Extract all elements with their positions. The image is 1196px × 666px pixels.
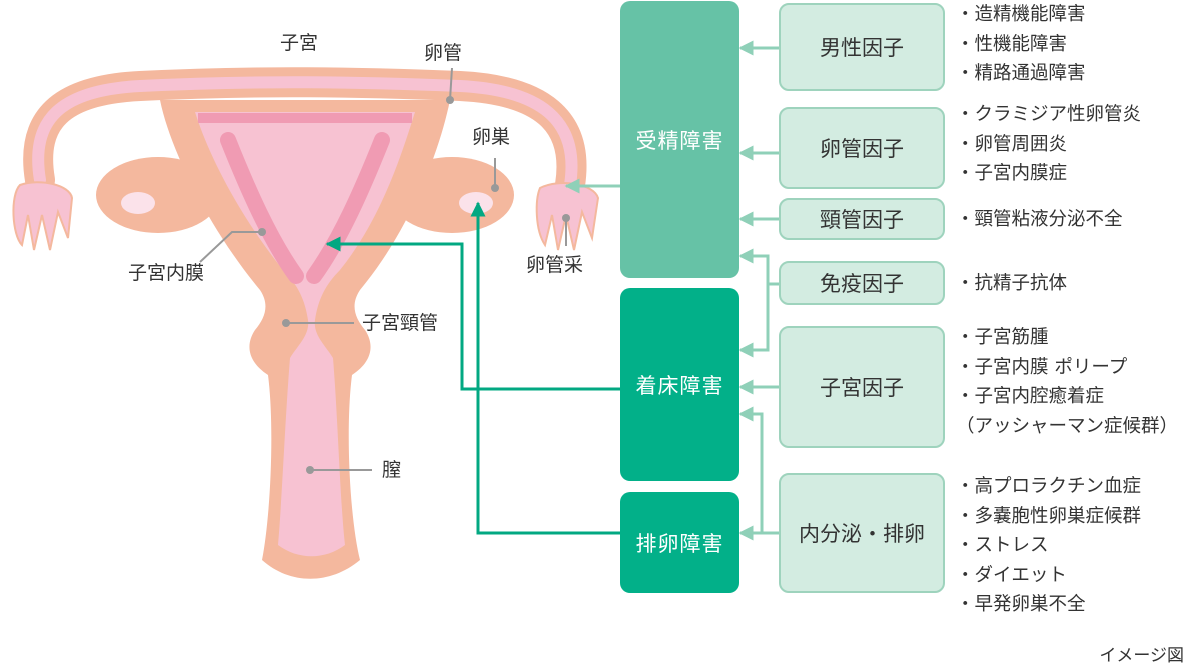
- factor-male: 男性因子: [779, 3, 945, 91]
- details-male: ・造精機能障害 ・性機能障害 ・精路通過障害: [956, 0, 1086, 89]
- detail-item: ・早発卵巣不全: [956, 594, 1086, 615]
- detail-item: ・造精機能障害: [956, 4, 1086, 25]
- label-cervical-canal: 子宮頸管: [362, 312, 439, 334]
- factor-immune: 免疫因子: [779, 261, 945, 305]
- details-immune: ・抗精子抗体: [956, 269, 1067, 299]
- factor-endocrine: 内分泌・排卵: [779, 473, 945, 593]
- details-tubal: ・クラミジア性卵管炎 ・卵管周囲炎 ・子宮内膜症: [956, 100, 1141, 189]
- detail-item: ・性機能障害: [956, 33, 1068, 55]
- label-uterus: 子宮: [280, 32, 319, 54]
- detail-item: ・子宮内腔癒着症: [956, 386, 1105, 407]
- right-follicle: [459, 192, 493, 214]
- endocrine-arrow-up: [738, 406, 779, 535]
- detail-item: ・子宮筋腫: [956, 327, 1049, 348]
- detail-item: ・精路通過障害: [956, 63, 1086, 84]
- details-cervical: ・頸管粘液分泌不全: [956, 205, 1123, 235]
- uterine-cavity: [195, 112, 415, 557]
- detail-item: ・ストレス: [956, 535, 1049, 556]
- label-vagina: 膣: [382, 459, 402, 481]
- label-fallopian-tube: 卵管: [424, 42, 463, 64]
- immune-arrow-down: [738, 284, 770, 358]
- detail-item: ・子宮内膜 ポリープ: [956, 356, 1128, 378]
- detail-item: ・頸管粘液分泌不全: [956, 209, 1123, 230]
- detail-item: ・多嚢胞性卵巣症候群: [956, 505, 1142, 527]
- image-note: イメージ図: [1099, 646, 1184, 666]
- detail-item: ・卵管周囲炎: [956, 133, 1068, 155]
- left-follicle: [121, 192, 155, 214]
- implantation-arrow: [325, 236, 620, 391]
- category-fertilization: 受精障害: [620, 1, 739, 278]
- detail-item: ・ダイエット: [956, 564, 1067, 586]
- category-ovulation: 排卵障害: [620, 492, 739, 593]
- detail-item: ・抗精子抗体: [956, 273, 1068, 294]
- left-fimbriae: [12, 181, 74, 251]
- factor-uterine: 子宮因子: [779, 326, 945, 448]
- factor-tubal: 卵管因子: [779, 107, 945, 189]
- endometrium-left: [220, 132, 304, 284]
- detail-item: ・高プロラクチン血症: [956, 476, 1142, 497]
- category-implantation: 着床障害: [620, 288, 739, 481]
- label-fimbriae: 卵管采: [526, 254, 584, 276]
- endometrium-right: [306, 132, 390, 284]
- label-ovary: 卵巣: [472, 126, 511, 148]
- details-uterine: ・子宮筋腫 ・子宮内膜 ポリープ ・子宮内腔癒着症 （アッシャーマン症候群）: [956, 323, 1178, 441]
- immune-arrow-up: [738, 248, 779, 286]
- detail-item: ・クラミジア性卵管炎: [956, 104, 1142, 125]
- detail-item: （アッシャーマン症候群）: [956, 415, 1179, 437]
- factor-cervical: 頸管因子: [779, 198, 945, 240]
- details-endocrine: ・高プロラクチン血症 ・多嚢胞性卵巣症候群 ・ストレス ・ダイエット ・早発卵巣…: [956, 472, 1141, 620]
- detail-item: ・子宮内膜症: [956, 163, 1068, 184]
- label-endometrium: 子宮内膜: [128, 262, 205, 284]
- ovulation-arrow: [470, 201, 620, 535]
- fallopian-tube-inner: [32, 76, 578, 191]
